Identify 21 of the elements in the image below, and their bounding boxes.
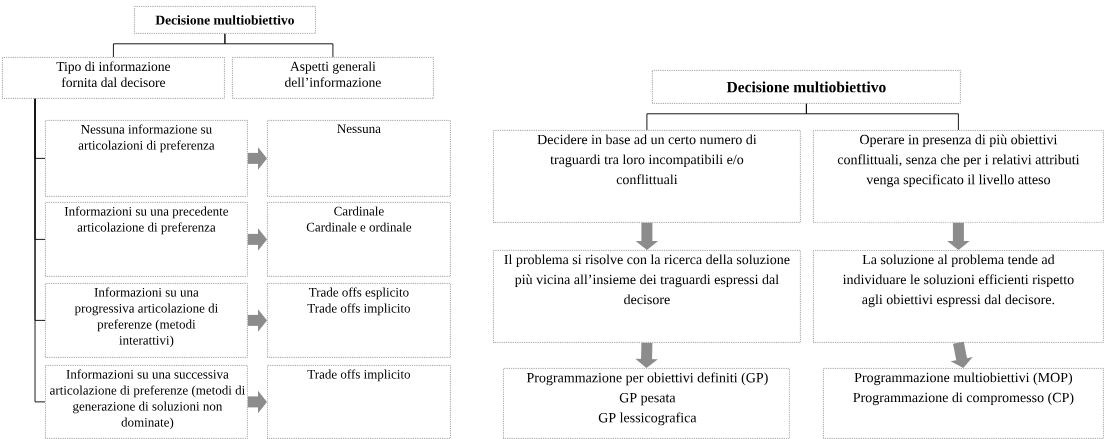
info-box: Informazioni su una progressiva articolazione di preferenze (metodi interattivi) <box>45 283 248 358</box>
title-box: Decisione multiobiettivo <box>652 70 961 104</box>
info-box: Cardinale Cardinale e ordinale <box>267 202 451 277</box>
info-box: Informazioni su una precedente articolazione di preferenza <box>45 202 248 277</box>
info-box: Il problema si risolve con la ricerca della soluzione più vicina all’insieme dei traguardi espressi dal decisore <box>493 250 801 343</box>
title-box: Decisione multiobiettivo <box>134 6 316 34</box>
result-box: Programmazione per obiettivi definiti (GP) GP pesata GP lessicografica <box>503 368 790 439</box>
category-box: Aspetti generali dell’informazione <box>232 57 434 99</box>
result-box: Programmazione multiobiettivi (MOP) Programmazione di compromesso (CP) <box>823 368 1104 439</box>
info-box: La soluzione al problema tende ad individuare le soluzioni efficienti rispetto agli obiettivi espressi dal decisore. <box>813 250 1104 343</box>
connector-line <box>34 98 46 403</box>
info-box: Nessuna informazione su articolazioni di preferenza <box>45 120 248 197</box>
info-box: Operare in presenza di più obiettivi conflittuali, senza che per i relativi attributi venga specificato il livello atteso <box>813 130 1104 223</box>
category-box: Tipo di informazione fornita dal decisore <box>2 57 225 99</box>
connector-line <box>805 103 959 131</box>
info-box: Trade offs esplicito Trade offs implicito <box>267 283 451 358</box>
connector-line <box>224 33 334 58</box>
info-box: Informazioni su una successiva articolazione di preferenze (metodi di generazione di soluzioni non dominate) <box>45 365 248 439</box>
info-box: Decidere in base ad un certo numero di traguardi tra loro incompatibili e/o conflittuali <box>493 130 801 223</box>
info-box: Nessuna <box>267 120 451 197</box>
info-box: Trade offs implicito <box>267 365 451 439</box>
